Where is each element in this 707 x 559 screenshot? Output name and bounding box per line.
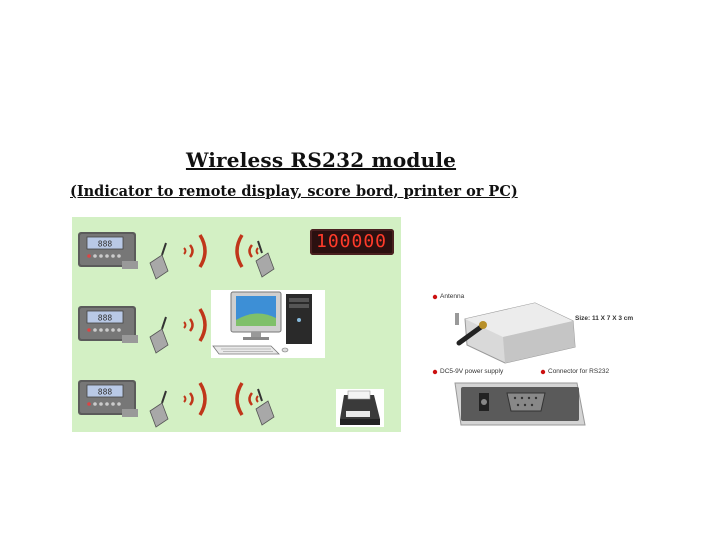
receipt-printer-icon (336, 389, 384, 427)
weighing-indicator-icon: 888 (78, 306, 138, 343)
transmitter-dongle-icon (149, 390, 169, 428)
receiver-dongle-icon (255, 388, 275, 426)
remote-led-display: 100000 (310, 229, 394, 255)
wireless-signal-out-icon (183, 382, 207, 416)
rs232-connector-label: Connector for RS232 (548, 368, 610, 375)
row-pc: 888 (72, 291, 401, 361)
computer-icon (211, 290, 325, 358)
svg-text:888: 888 (98, 388, 113, 397)
row-printer: 888 (72, 365, 401, 435)
wireless-signal-in-icon (235, 234, 259, 268)
antenna-label: Antenna (440, 293, 465, 300)
page-subtitle: (Indicator to remote display, score bord… (70, 183, 518, 200)
svg-text:888: 888 (98, 314, 113, 323)
wireless-diagram-panel: 888 100000 88 (72, 217, 401, 432)
svg-text:888: 888 (98, 240, 113, 249)
row-led-display: 888 100000 (72, 217, 401, 287)
transmitter-dongle-icon (149, 242, 169, 280)
transmitter-dongle-icon (149, 316, 169, 354)
page-title: Wireless RS232 module (185, 148, 457, 172)
size-label: Size: 11 X 7 X 3 cm (575, 315, 634, 322)
weighing-indicator-icon: 888 (78, 380, 138, 417)
receiver-dongle-icon (255, 240, 275, 278)
wireless-signal-in-icon (235, 382, 259, 416)
rs232-module-photo: Antenna Size: 11 X 7 X 3 cm DC5-9V power… (425, 285, 635, 435)
weighing-indicator-icon: 888 (78, 232, 138, 269)
power-supply-label: DC5-9V power supply (440, 368, 504, 375)
module-device-icon (432, 294, 586, 426)
wireless-signal-out-icon (183, 234, 207, 268)
wireless-signal-out-icon (183, 308, 207, 342)
led-display-value: 100000 (316, 231, 388, 252)
